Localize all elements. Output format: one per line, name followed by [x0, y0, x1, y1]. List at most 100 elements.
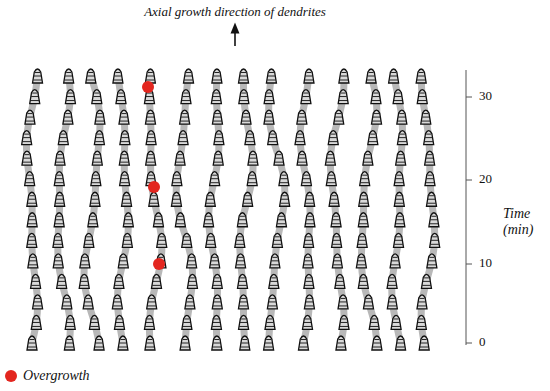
dendrite-arm [418, 93, 426, 101]
dendrite-tip [372, 110, 382, 124]
dendrite-tip [212, 295, 222, 309]
dendrite-body [145, 336, 155, 350]
dendrite-arm [277, 216, 285, 224]
dendrite-tip [145, 336, 155, 350]
dendrite-tip [86, 69, 96, 83]
dendrite-body [366, 69, 376, 83]
dendrite-body [239, 90, 249, 104]
dendrite-body [338, 90, 348, 104]
dendrite-arm [360, 196, 368, 204]
dendrite-arm [176, 155, 184, 163]
dendrite-arm [339, 298, 347, 306]
dendrite-body [182, 315, 192, 329]
dendrite-arm [80, 278, 88, 286]
dendrite-arm [31, 278, 39, 286]
dendrite-arm [146, 155, 154, 163]
dendrite-body [144, 315, 154, 329]
dendrite-tip [267, 295, 277, 309]
dendrite-arm [90, 319, 98, 327]
dendrite-tip [91, 172, 101, 186]
dendrite-tip [239, 315, 249, 329]
dendrite-tip [112, 295, 122, 309]
dendrite-body [369, 315, 379, 329]
dendrite-arm [173, 175, 181, 183]
dendrite-tip [94, 131, 104, 145]
dendrite-tip [122, 192, 132, 206]
dendrite-tip [331, 213, 341, 227]
dendrite-body [270, 254, 280, 268]
dendrite-arm [33, 298, 41, 306]
dendrite-arm [364, 298, 372, 306]
dendrite-tip [53, 233, 63, 247]
dendrite-body [212, 295, 222, 309]
dendrite-tip [171, 192, 181, 206]
axis-title: Time (min) [503, 206, 543, 238]
dendrite-tip [395, 213, 405, 227]
dendrite-body [390, 254, 400, 268]
dendrite-body [371, 90, 381, 104]
dendrite-arm [117, 93, 125, 101]
dendrite-body [430, 233, 440, 247]
dendrite-tip [22, 151, 32, 165]
dendrite-arm [360, 175, 368, 183]
dendrite-arm [389, 73, 397, 81]
dendrite-arm [115, 278, 123, 286]
dendrite-tip [27, 192, 37, 206]
dendrite-body [182, 233, 192, 247]
dendrite-body [272, 233, 282, 247]
dendrite-tip [387, 274, 397, 288]
dendrite-tip [272, 233, 282, 247]
dendrite-arm [329, 134, 337, 142]
dendrite-tip [64, 336, 74, 350]
dendrite-body [28, 254, 38, 268]
dendrite-arm [246, 134, 254, 142]
dendrite-tip [416, 69, 426, 83]
dendrite-body [27, 336, 37, 350]
dendrite-tip [25, 172, 35, 186]
dendrite-arm [417, 73, 425, 81]
dendrite-tip [88, 213, 98, 227]
dendrite-body [187, 254, 197, 268]
dendrite-tip [57, 274, 67, 288]
dendrite-tip [180, 336, 190, 350]
tick-label: 20 [479, 172, 492, 187]
dendrite-arm [56, 155, 64, 163]
dendrite-arm [269, 134, 277, 142]
dendrite-body [27, 213, 37, 227]
dendrite-arm [395, 196, 403, 204]
dendrite-tip [92, 90, 102, 104]
dendrite-tip [187, 274, 197, 288]
legend-swatch [5, 370, 17, 382]
dendrite-body [55, 192, 65, 206]
dendrite-arm [212, 93, 220, 101]
dendrite-arm [424, 134, 432, 142]
dendrite-body [235, 233, 245, 247]
dendrite-arm [54, 237, 62, 245]
dendrite-arm [93, 155, 101, 163]
dendrite-body [180, 110, 190, 124]
dendrite-body [27, 192, 37, 206]
dendrite-body [394, 233, 404, 247]
dendrite-tip [95, 110, 105, 124]
dendrite-arm [373, 340, 381, 348]
dendrite-body [63, 110, 73, 124]
dendrite-arm [305, 73, 313, 81]
dendrite-tip [305, 213, 315, 227]
dendrite-tip [269, 274, 279, 288]
dendrite-body [120, 131, 130, 145]
dendrite-tip [338, 295, 348, 309]
dendrite-body [53, 254, 63, 268]
dendrite-arm [122, 196, 130, 204]
dendrite-body [393, 90, 403, 104]
dendrite-body [328, 131, 338, 145]
dendrite-arm [364, 155, 372, 163]
dendrite-body [175, 213, 185, 227]
dendrite-body [429, 213, 439, 227]
dendrite-tip [119, 110, 129, 124]
dendrite-tip [295, 131, 305, 145]
dendrite-arm [63, 298, 71, 306]
dendrite-tip [396, 336, 406, 350]
dendrite-arm [64, 114, 72, 122]
dendrite-arm [305, 298, 313, 306]
dendrite-body [363, 295, 373, 309]
